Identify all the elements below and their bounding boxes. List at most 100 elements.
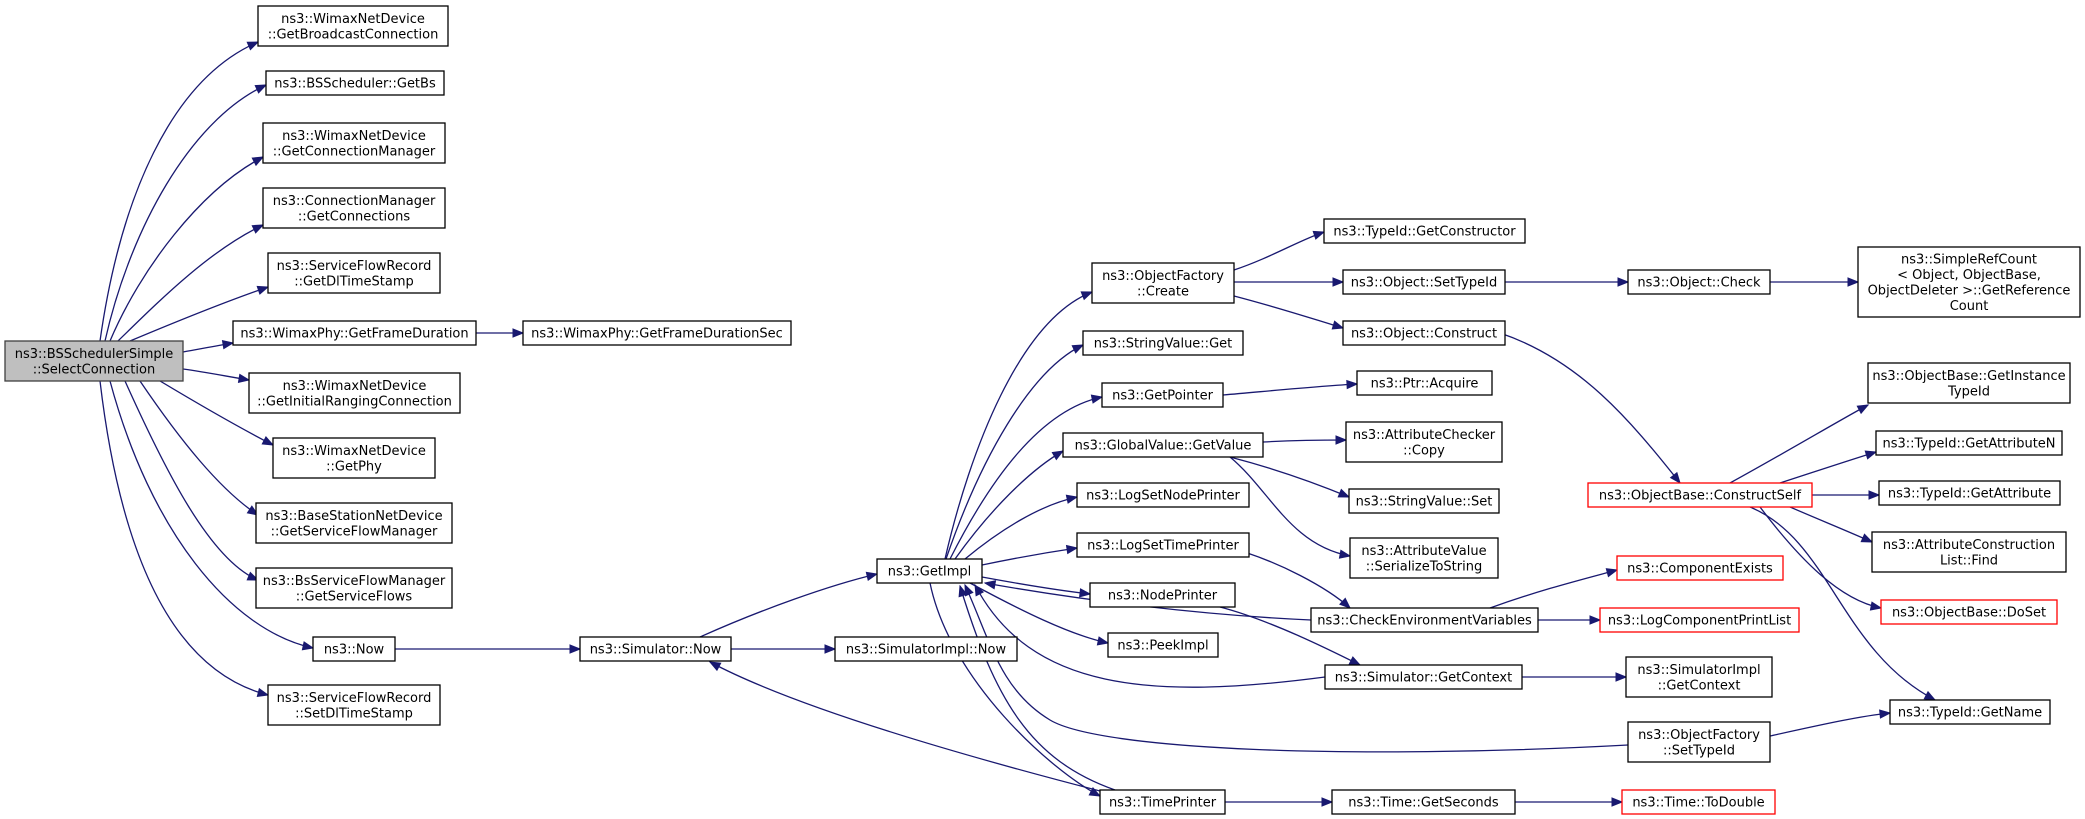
edge-arrowhead <box>1051 450 1065 461</box>
edge-getimpl-to-svget <box>945 344 1085 560</box>
edge-line <box>1219 606 1361 666</box>
edge-line <box>1759 506 1882 609</box>
node-box <box>1356 370 1493 396</box>
node-getptr[interactable]: ns3::GetPointer <box>1101 382 1224 408</box>
node-avser[interactable]: ns3::AttributeValue::SerializeToString <box>1349 537 1499 579</box>
edge-getimpl-to-timeprinter <box>929 582 1102 797</box>
node-box <box>265 70 445 96</box>
node-accopy[interactable]: ns3::AttributeChecker::Copy <box>1345 421 1503 463</box>
edge-ofcreate-to-objsettid <box>1234 277 1345 287</box>
edge-line <box>139 380 259 516</box>
node-box <box>267 252 441 294</box>
node-label-line: ns3::WimaxPhy::GetFrameDurationSec <box>531 327 783 342</box>
node-sdts[interactable]: ns3::ServiceFlowRecord::SetDlTimeStamp <box>267 684 441 726</box>
edge-arrowhead <box>1090 394 1104 404</box>
edge-root-to-gcm <box>109 156 265 342</box>
node-nodeprinter[interactable]: ns3::NodePrinter <box>1089 582 1236 608</box>
edge-simnow-to-simimplnow <box>731 644 837 654</box>
node-lsnp[interactable]: ns3::LogSetNodePrinter <box>1076 482 1250 508</box>
node-gfd[interactable]: ns3::WimaxPhy::GetFrameDuration <box>232 320 477 346</box>
node-objconstruct[interactable]: ns3::Object::Construct <box>1342 320 1506 346</box>
node-gfds[interactable]: ns3::WimaxPhy::GetFrameDurationSec <box>522 320 792 346</box>
edge-arrowhead <box>1346 379 1359 390</box>
node-label-line: ns3::NodePrinter <box>1108 589 1218 604</box>
node-objsettid[interactable]: ns3::Object::SetTypeId <box>1342 269 1506 295</box>
node-box <box>1324 664 1523 690</box>
node-ofcreate[interactable]: ns3::ObjectFactory::Create <box>1091 262 1235 304</box>
node-timetodouble[interactable]: ns3::Time::ToDouble <box>1621 789 1776 815</box>
edge-arrowhead <box>1065 544 1079 555</box>
node-label-line: ns3::Ptr::Acquire <box>1371 377 1479 392</box>
edge-arrowhead <box>256 687 270 697</box>
node-simimplnow[interactable]: ns3::SimulatorImpl::Now <box>834 636 1018 662</box>
node-timeprinter[interactable]: ns3::TimePrinter <box>1099 789 1226 815</box>
node-gconn[interactable]: ns3::ConnectionManager::GetConnections <box>262 187 446 229</box>
node-ptracq[interactable]: ns3::Ptr::Acquire <box>1356 370 1493 396</box>
node-label-line: ObjectDeleter >::GetReference <box>1868 283 2071 298</box>
node-timegetsec[interactable]: ns3::Time::GetSeconds <box>1331 789 1516 815</box>
node-gsfm[interactable]: ns3::BaseStationNetDevice::GetServiceFlo… <box>255 502 453 544</box>
node-label-line: ::GetConnections <box>298 209 410 224</box>
edge-line <box>1233 231 1325 271</box>
node-srcgrc[interactable]: ns3::SimpleRefCount< Object, ObjectBase,… <box>1857 246 2081 318</box>
node-simimplgetctx[interactable]: ns3::SimulatorImpl::GetContext <box>1625 656 1773 698</box>
node-now[interactable]: ns3::Now <box>312 636 396 662</box>
node-box <box>1587 482 1813 508</box>
edge-ofcreate-to-tigetctor <box>1233 230 1326 271</box>
edge-arrowhead <box>1611 797 1624 807</box>
edge-getimpl-to-lsnp <box>964 494 1079 560</box>
edge-line <box>1222 383 1358 396</box>
node-svget[interactable]: ns3::StringValue::Get <box>1082 330 1244 356</box>
node-cev[interactable]: ns3::CheckEnvironmentVariables <box>1310 607 1539 633</box>
node-peekimpl[interactable]: ns3::PeekImpl <box>1107 632 1219 658</box>
node-lcpl[interactable]: ns3::LogComponentPrintList <box>1599 607 1800 633</box>
edge-line <box>981 576 1091 595</box>
node-gphy[interactable]: ns3::WimaxNetDevice::GetPhy <box>272 437 436 479</box>
node-gsf[interactable]: ns3::BsServiceFlowManager::GetServiceFlo… <box>255 567 453 609</box>
edge-obcs-to-obdoset <box>1759 506 1883 611</box>
edge-gvget-to-accopy <box>1262 435 1348 445</box>
node-obdoset[interactable]: ns3::ObjectBase::DoSet <box>1880 599 2058 625</box>
node-label-line: ns3::WimaxNetDevice <box>282 129 426 144</box>
node-gcm[interactable]: ns3::WimaxNetDevice::GetConnectionManage… <box>262 122 446 164</box>
node-lstp[interactable]: ns3::LogSetTimePrinter <box>1076 532 1250 558</box>
edge-arrowhead <box>1869 601 1883 611</box>
node-label-line: ns3::TypeId::GetConstructor <box>1333 225 1516 240</box>
node-label-line: List::Find <box>1940 553 1998 568</box>
node-label-line: ns3::TypeId::GetName <box>1898 706 2042 721</box>
node-tigan[interactable]: ns3::TypeId::GetAttributeN <box>1875 430 2063 456</box>
edge-obcs-to-aclfind <box>1789 506 1874 543</box>
node-root[interactable]: ns3::BSSchedulerSimple::SelectConnection <box>4 340 184 382</box>
edge-arrowhead <box>983 580 997 590</box>
node-ofsettid[interactable]: ns3::ObjectFactory::SetTypeId <box>1627 721 1771 763</box>
node-simgetctx[interactable]: ns3::Simulator::GetContext <box>1324 664 1523 690</box>
node-label-line: ns3::ComponentExists <box>1627 562 1773 577</box>
node-getimpl[interactable]: ns3::GetImpl <box>876 558 983 584</box>
node-gvget[interactable]: ns3::GlobalValue::GetValue <box>1062 432 1264 458</box>
edge-arrowhead <box>1847 277 1860 287</box>
edge-root-to-sdts <box>99 380 270 697</box>
edge-arrowhead <box>251 224 265 234</box>
node-box <box>1871 531 2067 573</box>
node-label-line: ::SelectConnection <box>33 362 155 377</box>
node-label-line: ns3::ServiceFlowRecord <box>277 691 432 706</box>
node-label-line: ns3::ObjectBase::GetInstance <box>1872 369 2065 384</box>
node-girc[interactable]: ns3::WimaxNetDevice::GetInitialRangingCo… <box>248 372 461 414</box>
node-box <box>1627 721 1771 763</box>
node-getbs[interactable]: ns3::BSScheduler::GetBs <box>265 70 445 96</box>
node-svset[interactable]: ns3::StringValue::Set <box>1348 488 1500 514</box>
edge-getimpl-to-peekimpl <box>969 582 1110 646</box>
node-gbc[interactable]: ns3::WimaxNetDevice::GetBroadcastConnect… <box>257 5 449 47</box>
node-gdts[interactable]: ns3::ServiceFlowRecord::GetDlTimeStamp <box>267 252 441 294</box>
edge-now-to-simnow <box>395 644 582 654</box>
node-tigetctor[interactable]: ns3::TypeId::GetConstructor <box>1323 218 1526 244</box>
node-compexists[interactable]: ns3::ComponentExists <box>1616 555 1784 581</box>
node-tigetname[interactable]: ns3::TypeId::GetName <box>1889 699 2051 725</box>
node-simnow[interactable]: ns3::Simulator::Now <box>579 636 732 662</box>
edge-objcheck-to-srcgrc <box>1770 277 1860 287</box>
node-objcheck[interactable]: ns3::Object::Check <box>1627 269 1771 295</box>
node-tiga[interactable]: ns3::TypeId::GetAttribute <box>1878 480 2061 506</box>
node-obcs[interactable]: ns3::ObjectBase::ConstructSelf <box>1587 482 1813 508</box>
